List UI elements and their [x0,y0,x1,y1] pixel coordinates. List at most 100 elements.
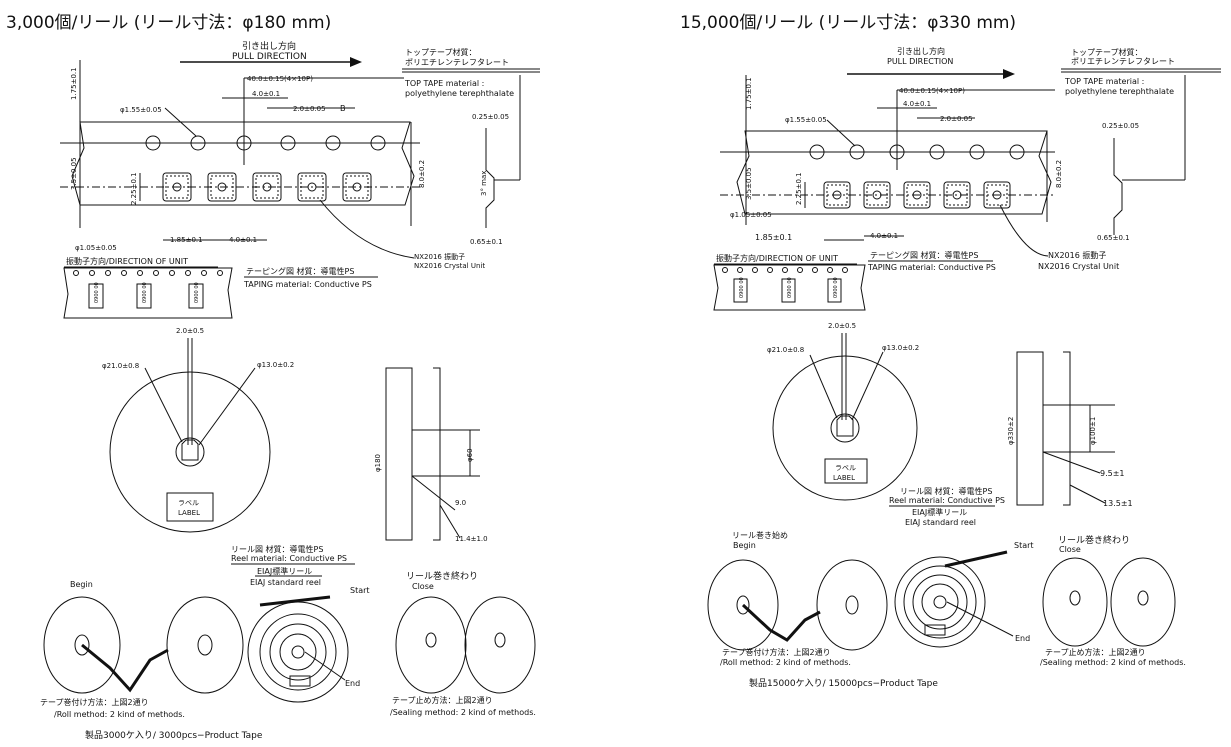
right-pockets [823,181,1011,209]
left-dim-20: 2.0±0.5 [176,327,204,335]
right-dim-p0: 4.0±0.1 [903,100,931,108]
left-product: 製品3000ケ入り/ 3000pcs−Product Tape [85,729,263,741]
right-dim-p1: 4.0±0.1 [870,232,898,240]
left-dim-p0: 4.0±0.1 [252,90,280,98]
right-dim-130: φ13.0±0.2 [882,344,919,352]
right-seal-en: /Sealing method: 2 kind of methods. [1040,658,1186,667]
right-unit-1 [733,278,748,303]
left-toptape-jp2: ポリエチレンテレフタレート [405,58,509,67]
left-reel-jp: リール図 材質：導電性PS [231,544,323,554]
right-end-leader [946,601,1014,637]
right-dim-pitch10: 40.0±0.15(4×10P) [899,87,965,95]
left-taping-diagram: 引き出し方向 PULL DIRECTION トップテープ材質： ポリエチレンテレ… [60,40,540,270]
right-eiaj-jp: EIAJ標準リール [912,507,967,517]
right-unit-2 [781,278,796,303]
right-close-reel-b [1110,557,1176,647]
left-end: End [345,679,360,688]
right-begin: Begin [733,541,756,550]
right-label-en: LABEL [833,474,855,482]
right-dim-95-leader [1042,451,1101,474]
left-dim-p1: 4.0±0.1 [229,236,257,244]
right-dim-95: 9.5±1 [1100,469,1125,478]
left-pockets [162,172,372,202]
right-taping-en: TAPING material: Conductive PS [867,263,996,272]
right-taping-jp: テーピング図 材質：導電性PS [870,250,978,260]
left-unit-mark-3: 0900 00 [194,282,200,303]
right-dim-135-leader [1069,484,1106,504]
left-seal-jp: テープ止め方法：上図2通り [392,695,493,705]
left-begin-hub-a [74,634,90,656]
left-reel-side-flange [385,367,413,541]
left-reel-label [166,492,214,522]
right-unit-holes [722,267,848,273]
right-reel-hub [830,413,860,443]
left-end-leader [304,651,346,681]
left-eiaj-jp: EIAJ標準リール [257,566,312,576]
left-dim-130: φ13.0±0.2 [257,361,294,369]
right-close-hub-a [1069,590,1081,606]
left-wound-label [289,675,311,687]
left-dim-pitch10: 40.0±0.15(4×10P) [247,75,313,83]
left-carrier-tape [71,121,415,206]
left-dim-90: 9.0 [455,499,466,507]
right-drawing: 引き出し方向 PULL DIRECTION トップテープ材質： ポリエチレンテレ… [707,46,1221,689]
left-toptape-en: TOP TAPE material : [404,79,484,88]
right-leader-130 [851,351,884,421]
left-reel-hub-key [181,439,199,461]
left-dim-p2: 2.0±0.05 [293,105,326,113]
left-dim-175: 1.75±0.1 [70,67,78,100]
left-begin-hub-b [197,634,213,656]
right-dim-80: 8.0±0.2 [1055,160,1063,188]
left-close-reel-b [464,596,536,694]
right-begin-hub-b [845,595,859,615]
right-unit-mark-2: 0900 00 [787,277,793,298]
left-close-hub-a [425,632,437,648]
right-dim-135: 13.5±1 [1103,499,1133,508]
right-reel-drawing: 2.0±0.5 φ21.0±0.8 φ13.0±0.2 ラベル LABEL φ3… [767,322,1133,527]
right-roll-jp: テープ巻付け方法：上図2通り [722,647,831,657]
right-reel-hub-key [836,415,854,437]
right-pull-arrowhead [1003,69,1015,79]
right-winding-illustrations: リール巻き始め Begin Start End リール巻き終わり Close テ… [707,530,1186,689]
right-dim-35: 3.5±0.05 [745,167,753,200]
right-dim-20: 2.0±0.5 [828,322,856,330]
right-wound-hub [933,595,947,609]
right-direction-of-unit: 振動子方向/DIRECTION OF UNIT 0900 00 0900 00 … [713,250,996,311]
left-dim-b: B [340,104,346,113]
left-crystal-leader [319,199,415,259]
left-unit-1 [88,283,104,309]
left-close-hub-b [494,632,506,648]
left-reel-en: Reel material: Conductive PS [231,554,347,563]
right-seal-jp: テープ止め方法：上図2通り [1045,647,1146,657]
right-close-reel-a [1042,557,1108,647]
left-dim-105: φ1.05±0.05 [75,244,117,252]
right-roll-en: /Roll method: 2 kind of methods. [720,658,851,667]
left-taping-jp: テーピング図 材質：導電性PS [246,266,354,276]
left-close-en: Close [412,582,434,591]
left-reel-flange [109,371,271,533]
left-wound-ring-2 [269,623,327,681]
left-toptape-en2: polyethylene terephthalate [405,89,514,98]
right-pull-en: PULL DIRECTION [887,57,953,66]
left-reel-drawing: 2.0±0.5 φ21.0±0.8 φ13.0±0.2 ラベル LABEL φ1… [102,327,488,587]
left-begin-reel-b [166,596,244,694]
left-toptape-jp: トップテープ材質： [405,47,477,57]
right-reel-side-flange [1016,351,1044,506]
right-dim-185: 1.85±0.1 [755,233,792,242]
right-reel-flange [772,355,918,501]
left-dim-3max: 3° max [480,171,488,196]
right-toptape-en: TOP TAPE material : [1064,77,1144,86]
right-hole-leader [826,119,856,147]
right-label-jp: ラベル [835,464,856,472]
left-label-en: LABEL [178,509,200,517]
right-crystal-en: NX2016 Crystal Unit [1038,262,1119,271]
right-dim-p2: 2.0±0.05 [940,115,973,123]
left-hole-leader [164,107,197,137]
right-begin-reel-a [707,559,779,651]
right-begin-hub-a [736,595,750,615]
left-reel-side-flange2 [433,367,441,541]
right-heading: 15,000個/リール (リール寸法：φ330 mm) [680,13,1017,33]
right-dim-225: 2.25±0.1 [795,172,803,205]
right-leader-210 [809,354,838,419]
left-crystal-jp: NX2016 振動子 [414,252,465,261]
